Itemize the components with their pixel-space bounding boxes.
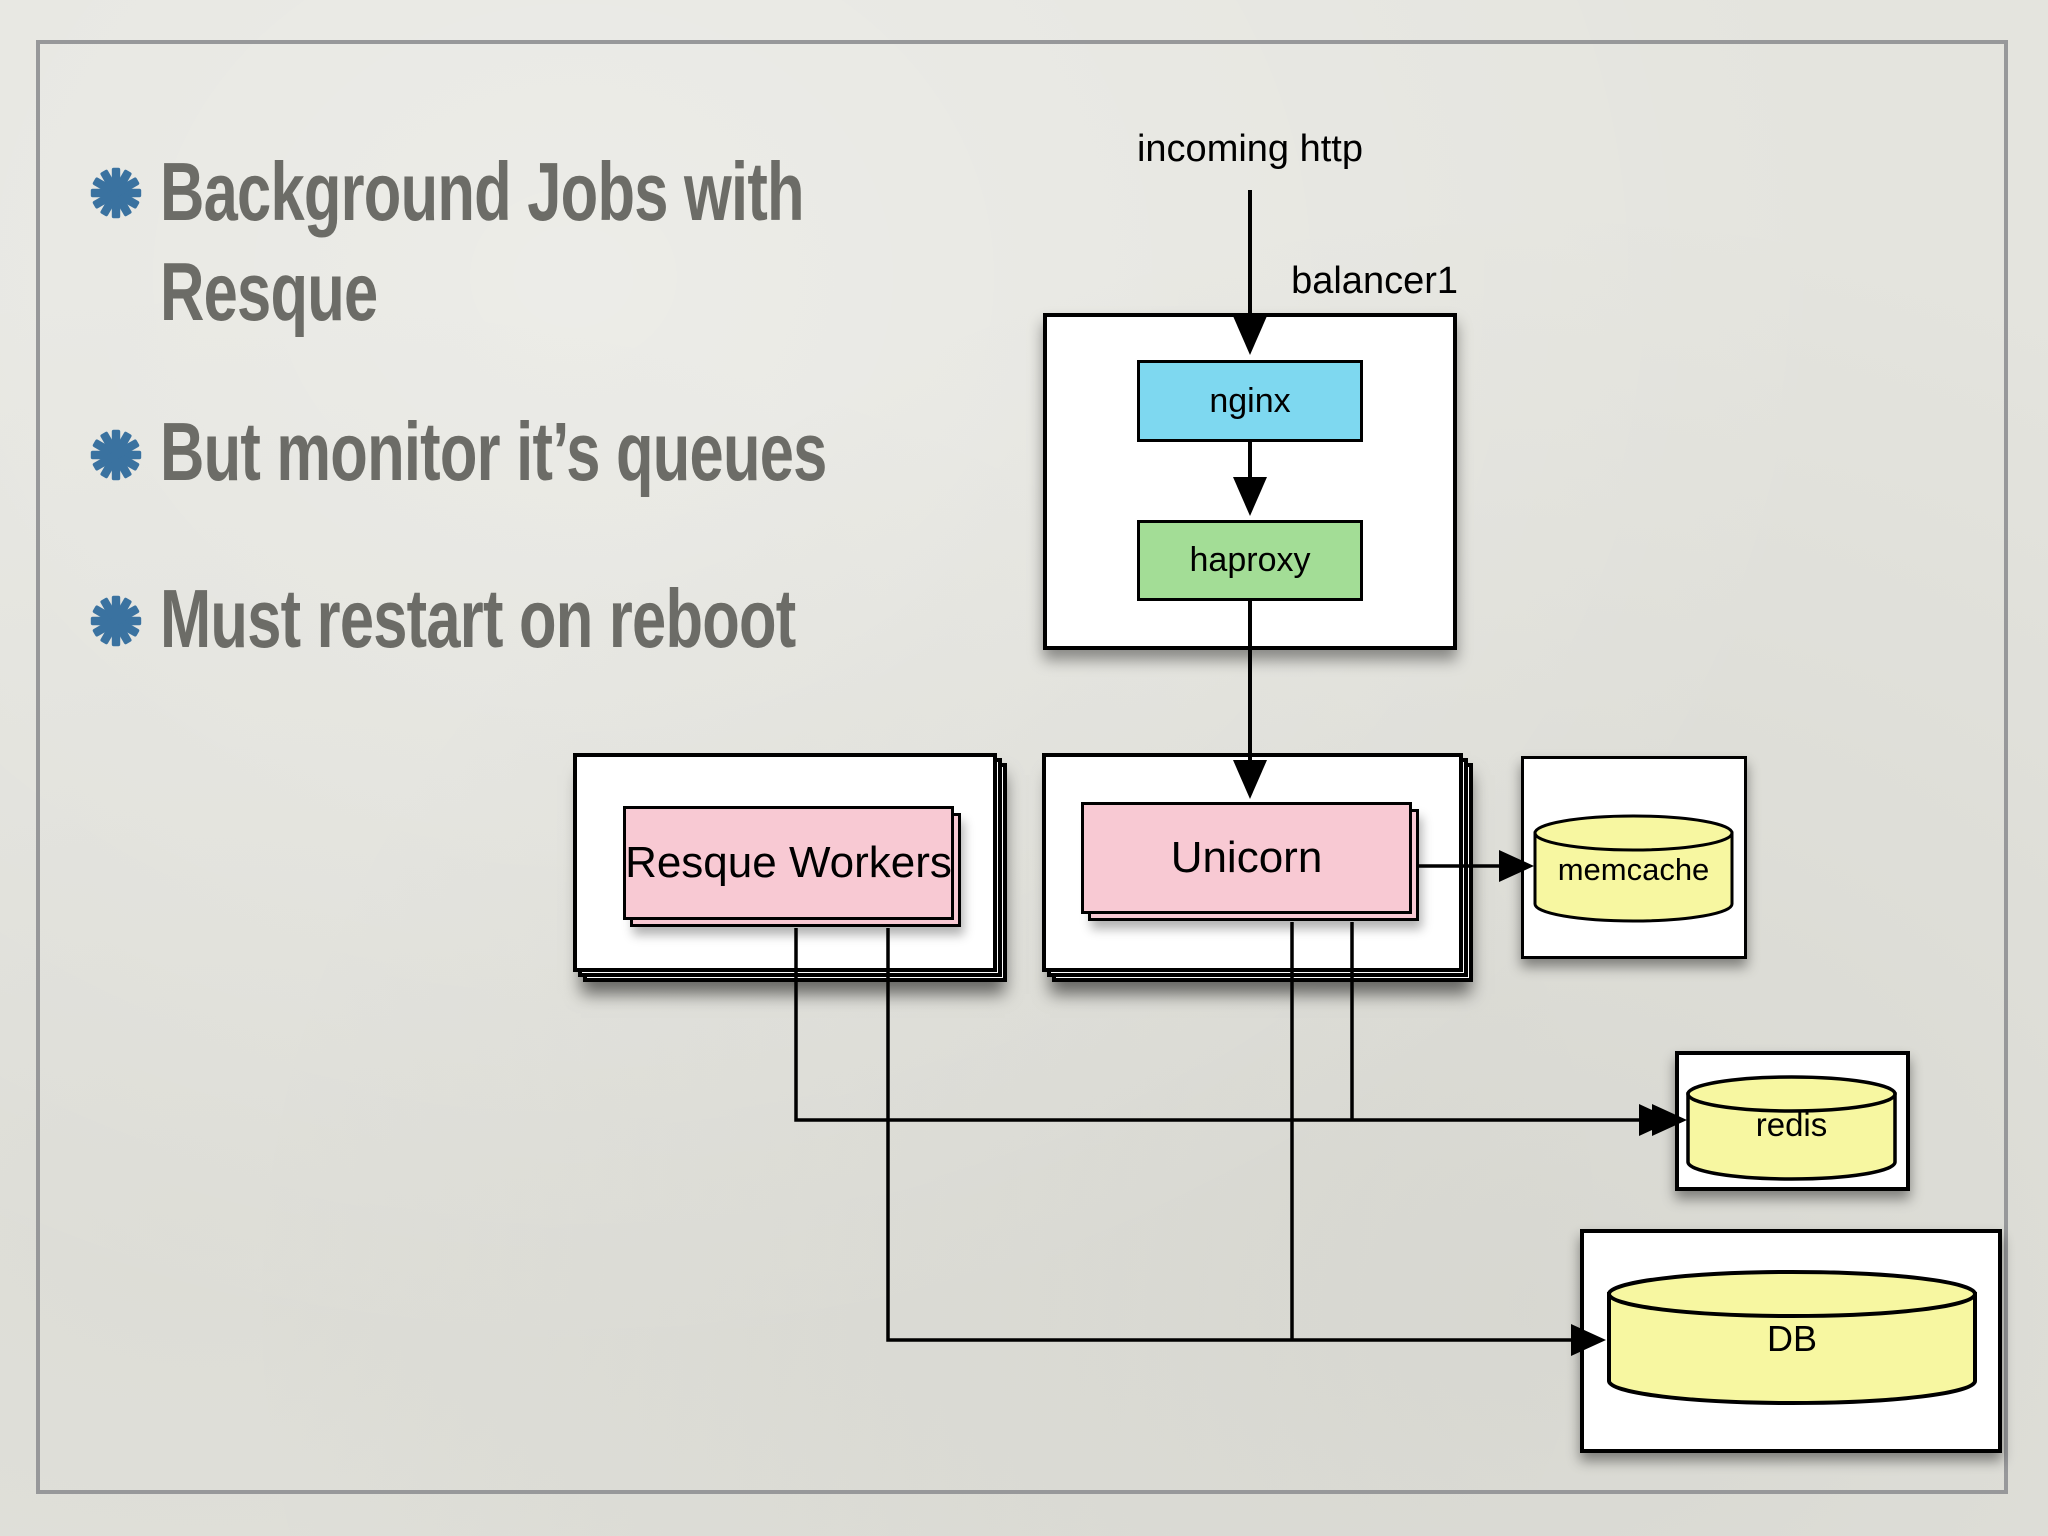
asterisk-bullet-icon: [90, 167, 142, 219]
memcache-label: memcache: [1557, 852, 1710, 887]
haproxy-node: haproxy: [1137, 520, 1363, 601]
bullet-1-line-2: Resque: [160, 245, 378, 338]
unicorn-node: Unicorn: [1081, 802, 1419, 921]
asterisk-bullet-icon: [90, 595, 142, 647]
bullet-2-line-1: But monitor it’s queues: [160, 405, 827, 498]
db-label: DB: [1766, 1318, 1817, 1359]
unicorn-label: Unicorn: [1081, 802, 1412, 914]
asterisk-bullet-icon: [90, 429, 142, 481]
slide-frame: [36, 40, 2008, 1494]
resque-workers-label: Resque Workers: [623, 806, 954, 920]
nginx-label: nginx: [1209, 381, 1291, 420]
redis-label: redis: [1755, 1106, 1828, 1143]
bullet-1-line-1: Background Jobs with: [160, 145, 805, 238]
incoming-http-label: incoming http: [1136, 128, 1363, 170]
balancer1-label: balancer1: [1291, 260, 1458, 302]
resque-workers-node: Resque Workers: [623, 806, 961, 927]
bullet-3-line-1: Must restart on reboot: [160, 572, 796, 665]
nginx-node: nginx: [1137, 360, 1363, 442]
haproxy-label: haproxy: [1189, 541, 1311, 579]
